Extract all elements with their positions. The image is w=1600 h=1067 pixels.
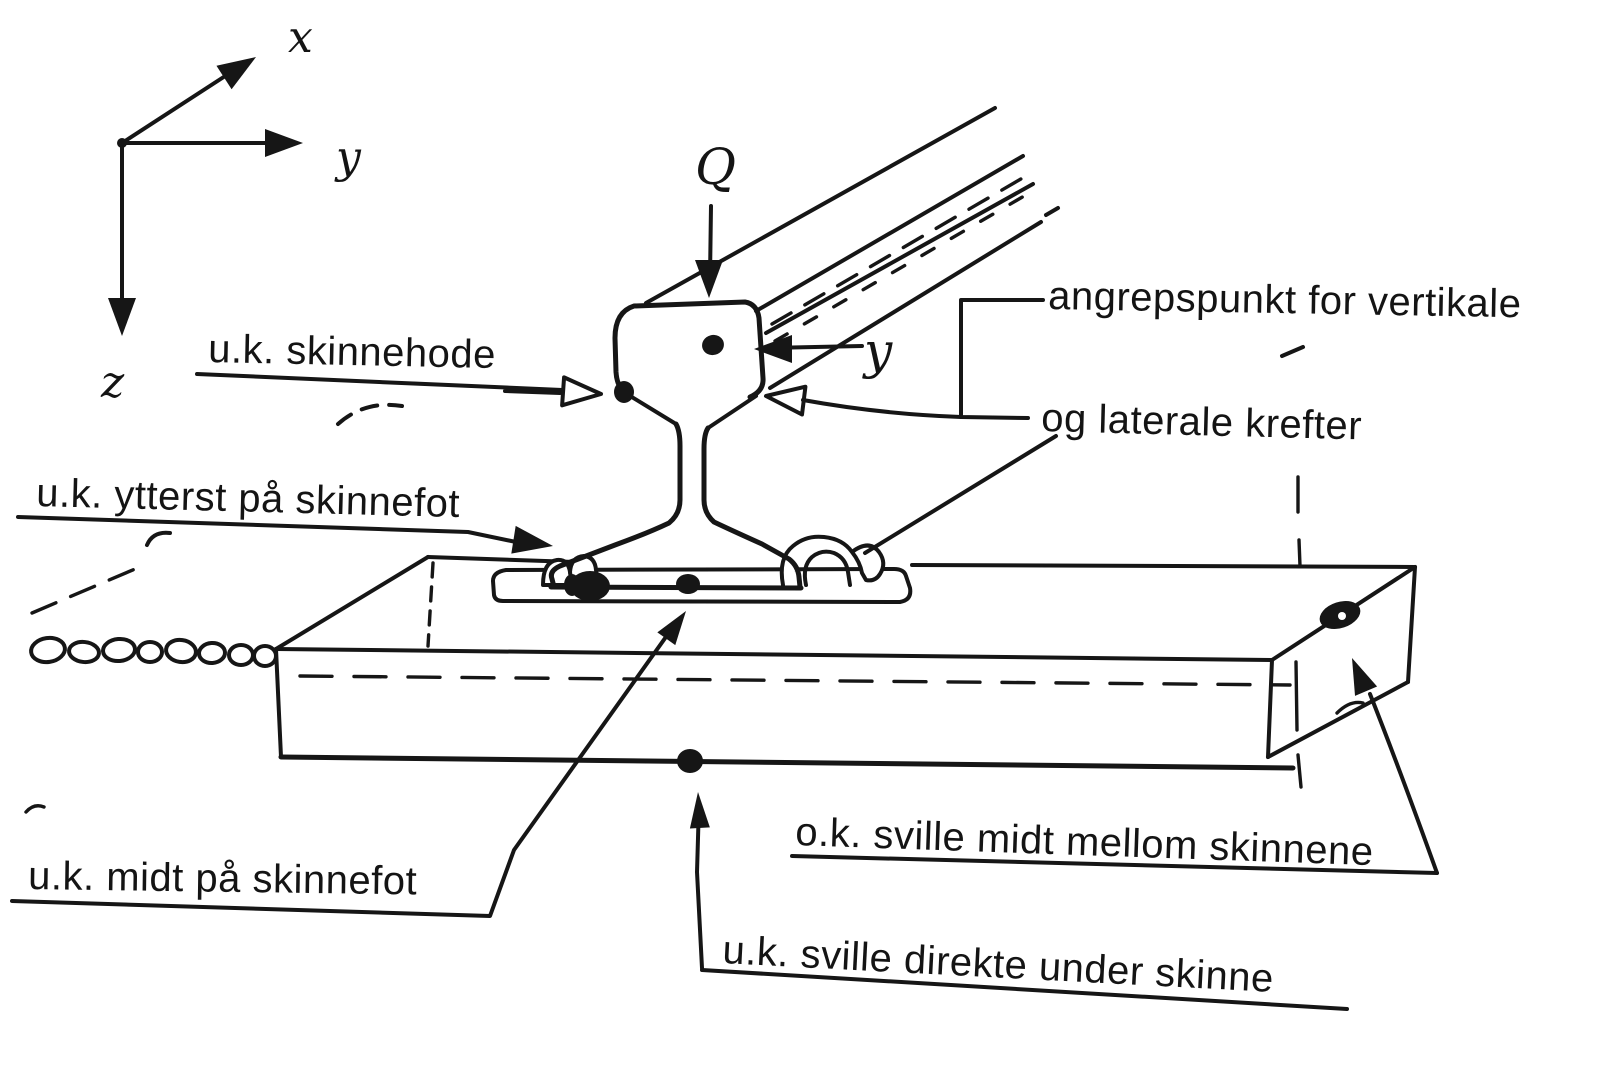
x-axis-arrowhead-icon	[216, 57, 256, 90]
midpoint-reference-ticks	[1294, 475, 1302, 732]
underline-sleeper-under-rail	[700, 968, 1349, 1011]
z-axis-label: z	[100, 357, 125, 408]
sleeper-front-top-edge	[274, 647, 1274, 662]
rail-running-band-hatch	[773, 190, 1033, 343]
leader-sleeper-under-rail	[695, 802, 704, 970]
leader-foot-mid	[10, 618, 680, 918]
edge-end-dash	[1044, 206, 1060, 217]
rail-web-left	[548, 421, 683, 590]
x-axis-line	[120, 67, 238, 145]
label-railhead: u.k. skinnehode	[208, 327, 497, 377]
coordinate-axes: x y z	[100, 12, 362, 408]
vertical-force-label: Q	[695, 138, 737, 196]
dashed-flick	[336, 402, 404, 426]
arrow-flourish	[1335, 700, 1365, 715]
sleeper-left-front-edge	[274, 647, 283, 759]
rail-far-lower-edge	[768, 220, 1043, 390]
sleeper-hidden-left-back-edge-dashed	[426, 561, 435, 648]
axes-origin	[117, 138, 127, 148]
leader-attack-point	[801, 398, 963, 419]
rail-running-band-top	[754, 154, 1025, 313]
right-clamp-outer	[779, 534, 886, 587]
sleeper-hidden-bottom-edge-dashed	[298, 674, 1292, 687]
callout-foot-mid: u.k. midt på skinnefot	[10, 611, 686, 918]
sleeper-right-bottom-diagonal	[1266, 680, 1410, 759]
hidden-track-line-dashed	[30, 564, 144, 615]
force-arrows: Q y	[695, 138, 893, 380]
y-axis-label: y	[334, 132, 362, 183]
callout-railhead: u.k. skinnehode	[195, 327, 603, 426]
dash-flick	[145, 530, 172, 547]
rail-running-band-hatch	[770, 174, 1028, 326]
rail-running-band-bottom	[764, 182, 1035, 335]
point-railhead-underside	[614, 381, 634, 403]
leader-to-clamp	[863, 434, 1058, 555]
point-foot-mid	[676, 574, 700, 594]
rail-head-outline	[612, 299, 766, 400]
callout-attack-point: angrepspunkt for vertikale og laterale k…	[764, 274, 1522, 555]
y-axis-arrowhead-icon	[265, 129, 303, 157]
arrowhead-icon	[1352, 658, 1378, 696]
point-foot-outer	[570, 571, 610, 601]
isolated-dash	[1280, 345, 1305, 358]
ballast-stone	[197, 640, 227, 666]
sleeper-right-back-edge	[1406, 565, 1417, 684]
scan-speck	[1338, 612, 1346, 620]
label-sleeper-under-rail: u.k. sville direkte under skinne	[722, 928, 1275, 1001]
lateral-force-arrowhead-icon	[754, 335, 792, 363]
stray-mark	[24, 804, 46, 814]
z-axis-arrowhead-icon	[108, 298, 136, 336]
point-attack-railhead	[702, 334, 724, 356]
measurement-points	[564, 334, 1361, 773]
rail-web-right	[701, 425, 803, 590]
label-attack-point-line2: og laterale krefter	[1041, 396, 1363, 448]
arrowhead-icon	[689, 792, 710, 829]
point-sleeper-top-mid	[1319, 601, 1361, 629]
ballast-stone	[67, 639, 101, 665]
point-foot-outer-blob	[564, 574, 580, 596]
ballast-stone	[29, 635, 67, 665]
sleeper-back-top-edge-right	[910, 563, 1417, 569]
sleeper-right-front-edge	[1266, 658, 1274, 759]
vertical-force-arrowhead-icon	[695, 260, 723, 298]
leader-foot-outer	[16, 515, 518, 544]
arrowhead-icon	[511, 525, 553, 554]
ballast-stone	[227, 643, 255, 667]
rail-cross-section	[548, 299, 804, 591]
leader-railhead	[195, 372, 564, 395]
arrowhead-icon	[657, 611, 686, 646]
x-axis-label: x	[288, 12, 313, 63]
right-clamp-inner	[802, 549, 852, 587]
underline-sleeper-top-mid	[790, 854, 1439, 875]
leader-sleeper-top-mid	[1368, 692, 1439, 875]
sleeper-front-bottom-edge	[278, 754, 1296, 771]
bracket-attack-point	[959, 298, 1045, 420]
callout-foot-outer: u.k. ytterst på skinnefot	[16, 471, 553, 554]
ballast-stone	[252, 644, 278, 668]
open-arrowhead-icon	[560, 375, 603, 408]
point-sleeper-bottom	[677, 749, 703, 773]
sleeper-bottom-end-tick	[1296, 753, 1303, 789]
ballast-stone	[136, 640, 164, 664]
ballast-stone	[101, 636, 137, 664]
label-foot-mid: u.k. midt på skinnefot	[28, 854, 418, 903]
lateral-force-label: y	[862, 322, 893, 380]
label-attack-point-line1: angrepspunkt for vertikale	[1048, 274, 1522, 326]
sleeper-left-top-diagonal	[274, 555, 430, 651]
ballast-stones	[24, 530, 278, 814]
ballast-stone	[164, 637, 198, 665]
